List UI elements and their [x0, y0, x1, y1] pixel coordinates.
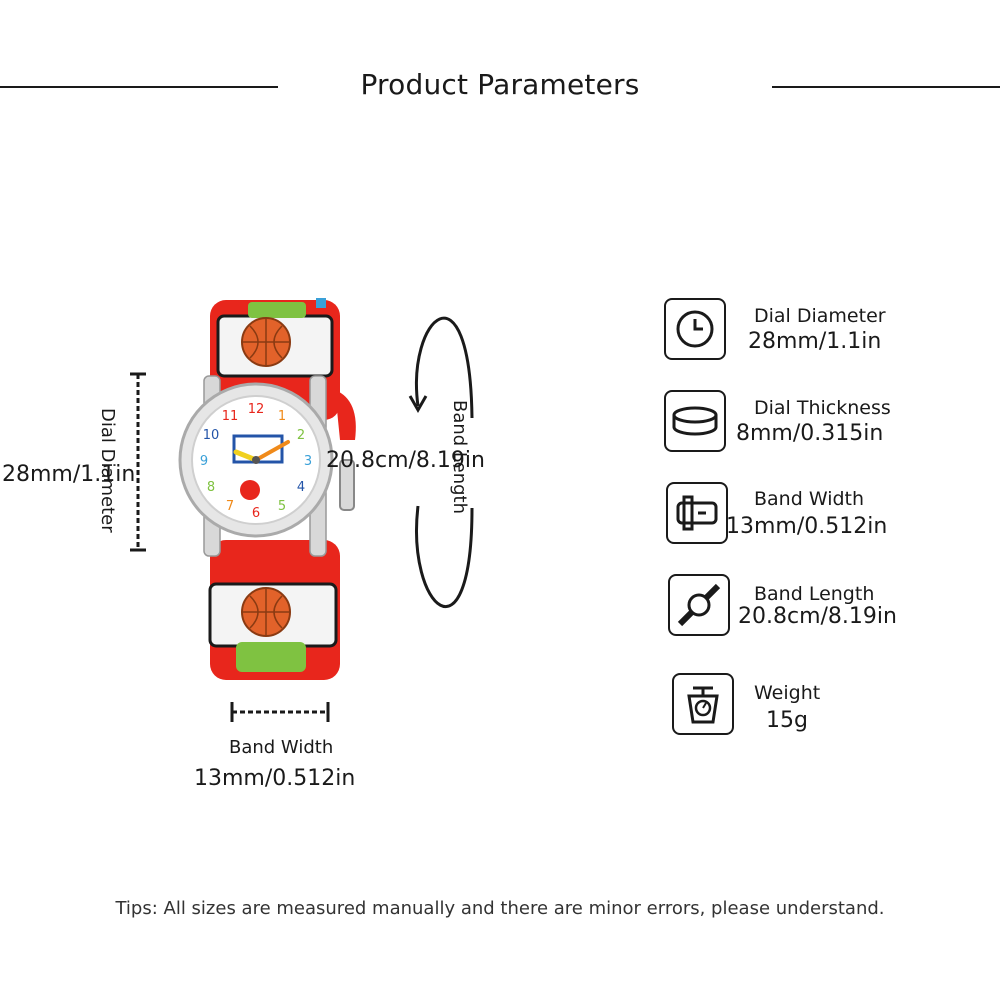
param-value-weight: 15g: [766, 708, 808, 733]
upper-mesh: [248, 302, 306, 318]
disc-icon: [664, 390, 726, 452]
band-width-value: 13mm/0.512in: [194, 766, 356, 791]
lower-mesh: [236, 642, 306, 672]
band-length-oval: [408, 316, 474, 608]
dial-number: 10: [203, 428, 220, 443]
dial-number: 6: [252, 506, 260, 521]
dial-number: 11: [222, 409, 239, 424]
param-value-band-width: 13mm/0.512in: [726, 514, 888, 539]
band-icon: [666, 482, 728, 544]
dial-diameter-bracket: [130, 372, 146, 552]
param-name-weight: Weight: [754, 682, 821, 704]
page-title: Product Parameters: [360, 68, 640, 101]
dial-number: 8: [207, 480, 215, 495]
dial-basketball: [240, 480, 260, 500]
minute-hand: [254, 440, 290, 462]
dial-number: 4: [297, 480, 305, 495]
band-width-bracket: [230, 702, 330, 722]
header-rule-left: [0, 86, 278, 88]
param-name-band-length: Band Length: [754, 583, 875, 605]
dial-number: 5: [278, 499, 286, 514]
dial-number: 3: [304, 454, 312, 469]
param-name-band-width: Band Width: [754, 488, 865, 510]
watch-strap-icon: [668, 574, 730, 636]
band-width-label: Band Width: [229, 737, 334, 758]
dial-number: 7: [226, 499, 234, 514]
header-rule-right: [772, 86, 1000, 88]
param-value-dial-thickness: 8mm/0.315in: [736, 421, 884, 446]
param-value-dial-diameter: 28mm/1.1in: [748, 329, 882, 354]
clock-icon: [664, 298, 726, 360]
param-name-dial-diameter: Dial Diameter: [754, 305, 886, 327]
buckle: [339, 459, 355, 511]
dial-diameter-value: 28mm/1.1in: [2, 462, 136, 487]
dial-number: 12: [248, 402, 265, 417]
dial-number: 1: [278, 409, 286, 424]
dial-number: 9: [200, 454, 208, 469]
param-name-dial-thickness: Dial Thickness: [754, 397, 891, 419]
dial-number: 2: [297, 428, 305, 443]
param-value-band-length: 20.8cm/8.19in: [738, 604, 897, 629]
band-length-value: 20.8cm/8.19in: [326, 448, 485, 473]
scale-icon: [672, 673, 734, 735]
tips-note: Tips: All sizes are measured manually an…: [115, 898, 885, 919]
